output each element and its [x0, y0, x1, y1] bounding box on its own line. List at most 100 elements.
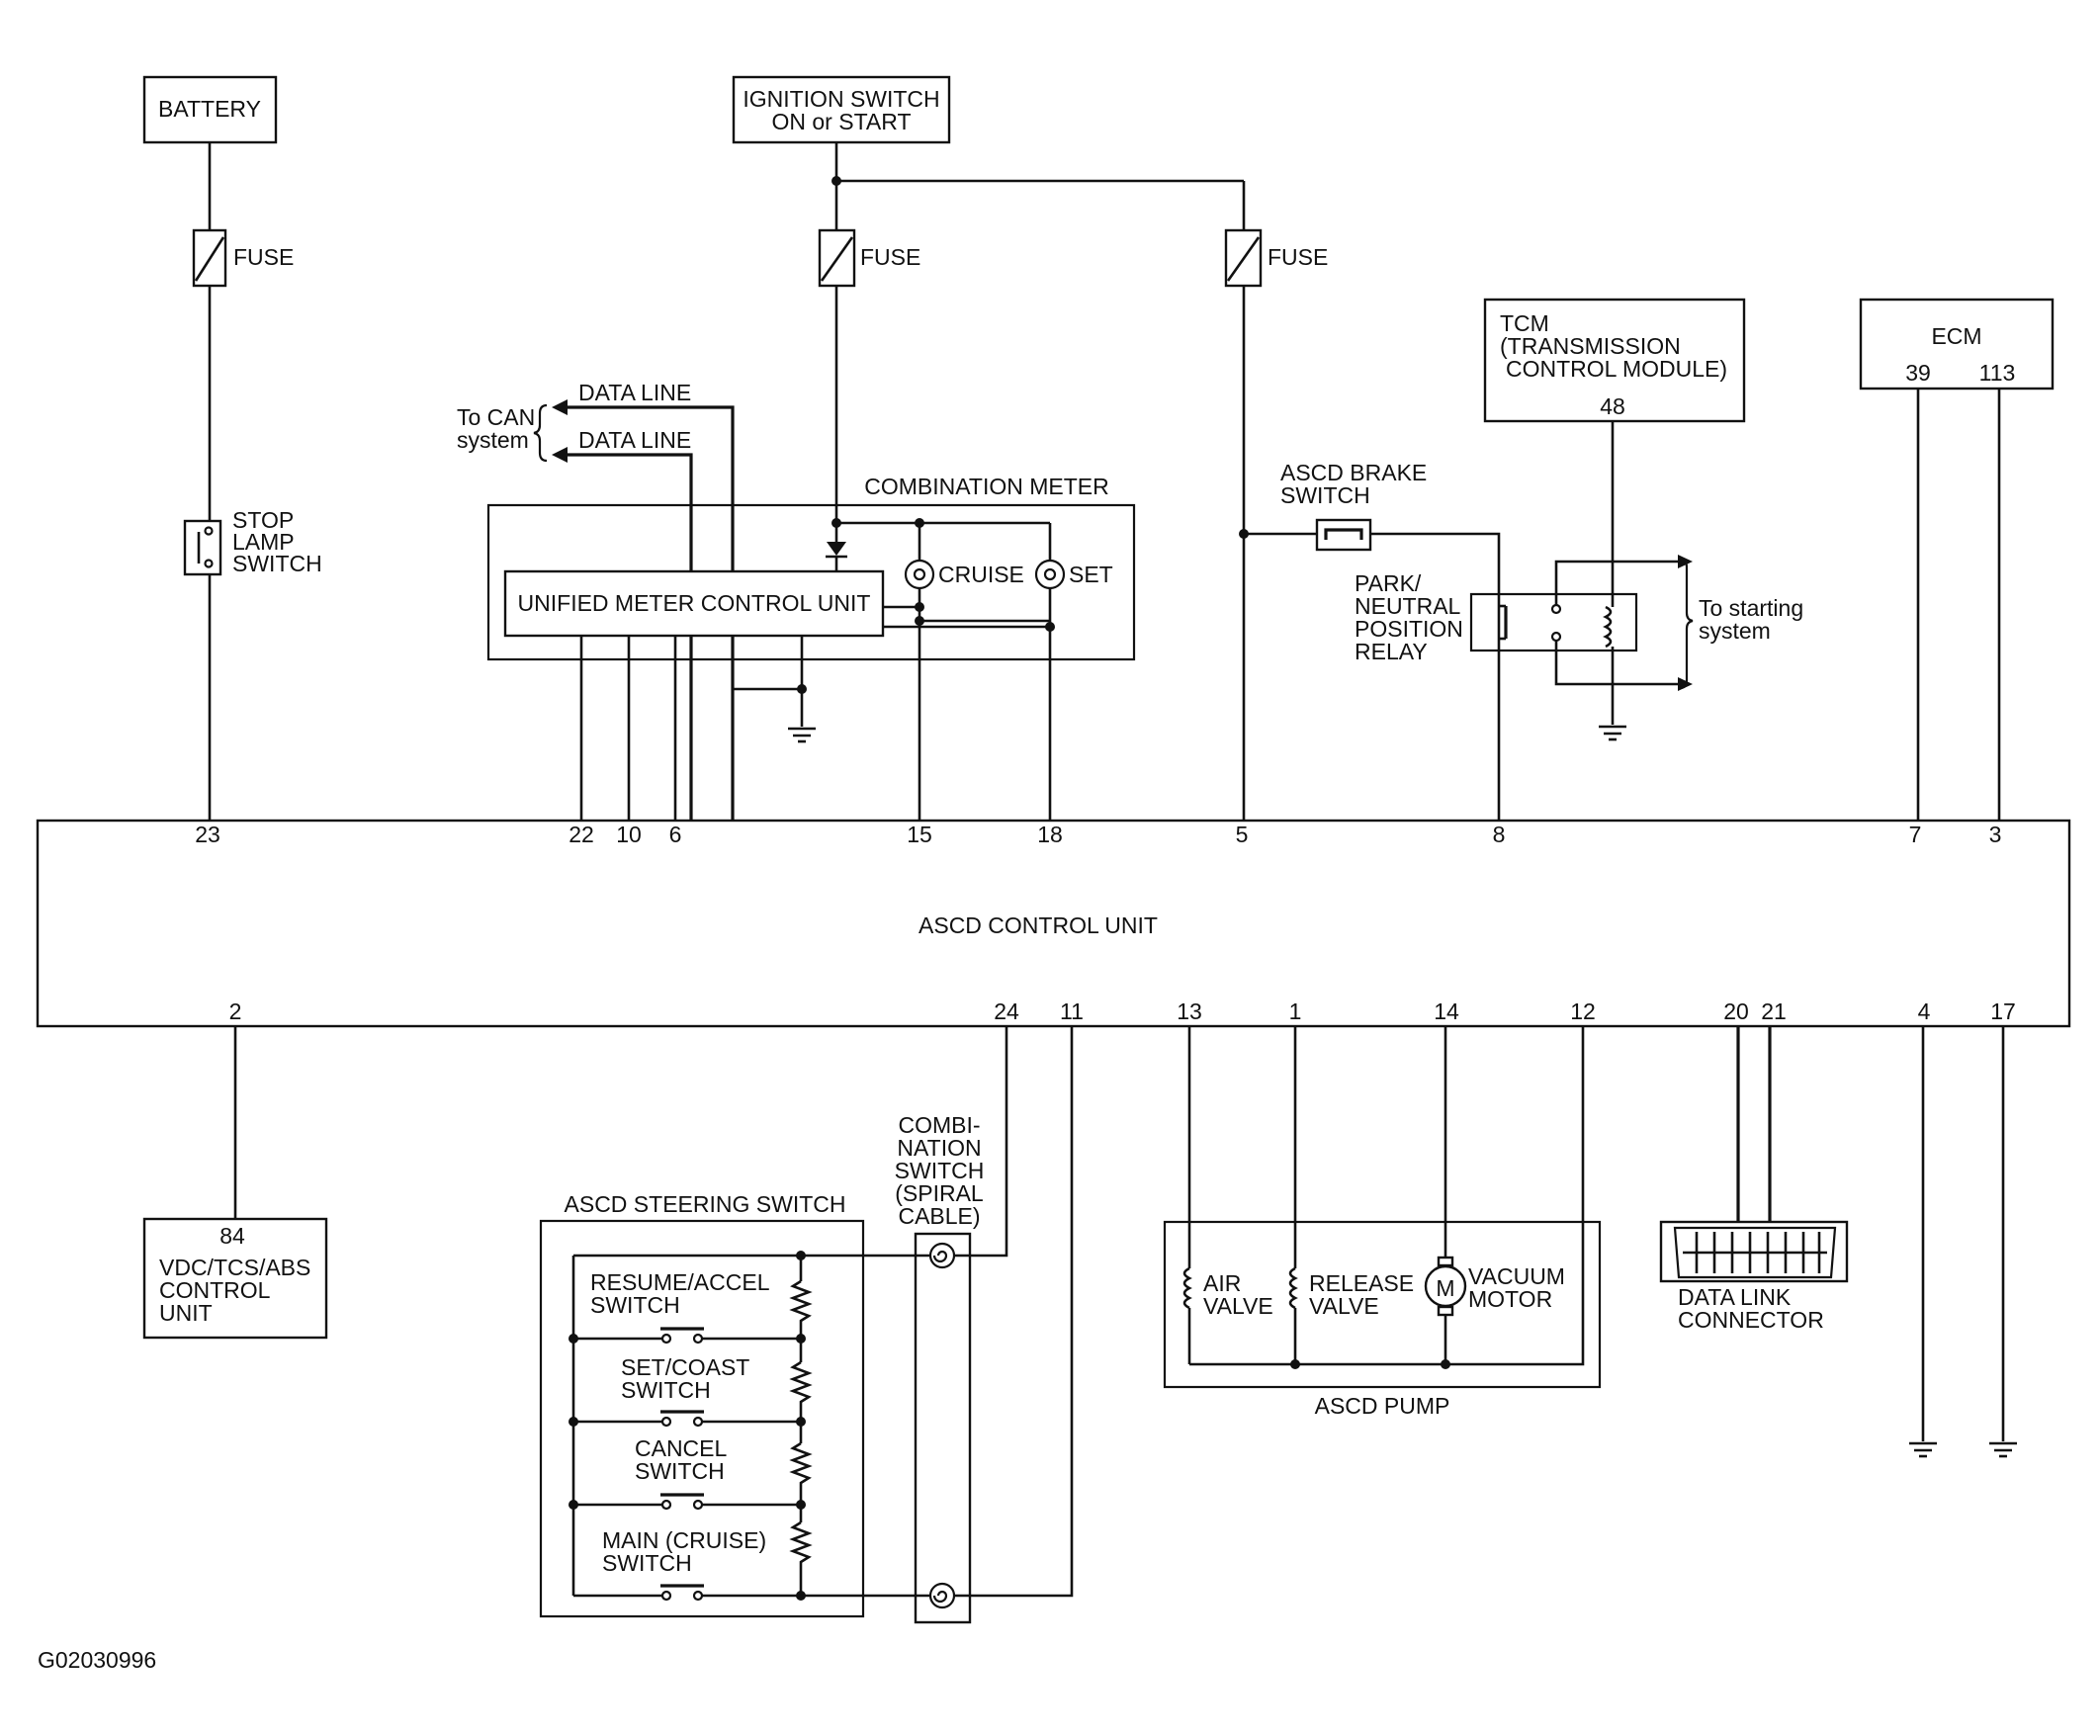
ascd-pump-title: ASCD PUMP	[1315, 1393, 1450, 1419]
can-system-label: system	[457, 427, 529, 453]
to-starting-label-1: To starting	[1699, 595, 1803, 621]
pin-17: 17	[1990, 998, 2016, 1024]
meter-ground-icon	[788, 727, 816, 743]
pin-1: 1	[1289, 998, 1302, 1024]
cancel-switch-icon[interactable]	[660, 1493, 704, 1511]
pin-3: 3	[1989, 822, 2002, 847]
resume-accel-switch-icon[interactable]	[660, 1327, 704, 1345]
ecm-box	[1859, 298, 2055, 391]
dlc-label-2: CONNECTOR	[1678, 1307, 1824, 1333]
resistor-2-icon	[789, 1360, 813, 1420]
combi-switch-label-5: CABLE)	[898, 1203, 980, 1229]
stop-lamp-label-3: SWITCH	[232, 551, 322, 576]
vdc-label-1: VDC/TCS/ABS	[159, 1255, 310, 1280]
fuse-2-icon	[818, 228, 856, 288]
unified-meter-label: UNIFIED METER CONTROL UNIT	[518, 590, 871, 616]
pin-13: 13	[1177, 998, 1202, 1024]
vacuum-motor-symbol: M	[1436, 1275, 1454, 1301]
figure-id: G02030996	[38, 1647, 156, 1673]
resume-accel-label-1: RESUME/ACCEL	[590, 1269, 770, 1295]
fuse-1-icon	[192, 228, 227, 288]
set-lamp-icon	[1034, 559, 1066, 590]
pin-2: 2	[229, 998, 242, 1024]
pin-15: 15	[907, 822, 932, 847]
pin-18: 18	[1037, 822, 1063, 847]
stop-lamp-label-1: STOP	[232, 507, 294, 533]
vdc-pin-84: 84	[219, 1223, 245, 1249]
stop-lamp-label-2: LAMP	[232, 529, 295, 555]
combi-switch-label-1: COMBI-	[898, 1112, 980, 1138]
combi-switch-label-3: SWITCH	[895, 1158, 985, 1183]
combination-meter-box	[486, 503, 1136, 661]
to-can-label: To CAN	[457, 404, 535, 430]
stop-lamp-switch-icon	[183, 519, 222, 576]
pin-4: 4	[1918, 998, 1931, 1024]
data-link-connector-icon[interactable]	[1659, 1220, 1849, 1283]
main-cruise-switch-icon[interactable]	[660, 1584, 704, 1602]
main-cruise-label-2: SWITCH	[602, 1550, 692, 1576]
pnp-relay-label-4: RELAY	[1355, 639, 1428, 664]
pin-23: 23	[195, 822, 220, 847]
release-valve-label-2: VALVE	[1309, 1293, 1379, 1319]
set-coast-switch-icon[interactable]	[660, 1410, 704, 1428]
air-valve-label-1: AIR	[1203, 1270, 1241, 1296]
can-brace	[533, 403, 548, 463]
pin-6: 6	[669, 822, 682, 847]
vdc-label-3: UNIT	[159, 1300, 213, 1326]
cancel-label-2: SWITCH	[635, 1458, 725, 1484]
steering-switch-box	[539, 1219, 865, 1618]
set-coast-label-2: SWITCH	[621, 1377, 711, 1403]
ignition-label-2: ON or START	[772, 109, 912, 134]
ecm-pin-113: 113	[1979, 360, 2016, 386]
pnp-relay-label-3: POSITION	[1355, 616, 1463, 642]
ground-pin-17-icon	[1989, 1441, 2017, 1458]
pnp-relay-switch-icon	[1499, 604, 1508, 641]
main-cruise-label-1: MAIN (CRUISE)	[602, 1527, 766, 1553]
pin-24: 24	[994, 998, 1019, 1024]
ecm-pin-39: 39	[1905, 360, 1931, 386]
ascd-control-unit	[36, 819, 2071, 1028]
pnp-relay-label-2: NEUTRAL	[1355, 593, 1461, 619]
brake-switch-label-1: ASCD BRAKE	[1280, 460, 1427, 485]
brake-switch-label-2: SWITCH	[1280, 482, 1370, 508]
ascd-control-unit-label: ASCD CONTROL UNIT	[919, 912, 1158, 938]
ignition-label-1: IGNITION SWITCH	[743, 86, 939, 112]
tcm-pin-48: 48	[1600, 393, 1625, 419]
ascd-pump-box	[1163, 1220, 1602, 1389]
spiral-cable-box	[914, 1232, 972, 1624]
cruise-lamp-icon	[904, 559, 935, 590]
vdc-control-unit-box	[142, 1217, 328, 1340]
ground-pin-4-icon	[1909, 1441, 1937, 1458]
combi-switch-label-2: NATION	[897, 1135, 981, 1161]
fuse-3-icon	[1224, 228, 1263, 288]
data-line-label-1: DATA LINE	[578, 380, 691, 405]
air-valve-coil-icon	[1182, 1266, 1192, 1310]
pin-12: 12	[1570, 998, 1596, 1024]
pin-10: 10	[616, 822, 642, 847]
tcm-label-3: CONTROL MODULE)	[1506, 356, 1727, 382]
steering-switch-title: ASCD STEERING SWITCH	[565, 1191, 846, 1217]
pnp-relay-label-1: PARK/	[1355, 570, 1422, 596]
starting-system-brace	[1679, 558, 1694, 690]
pnp-relay-contacts-icon	[1550, 603, 1562, 643]
pin-22: 22	[569, 822, 594, 847]
tcm-box	[1483, 298, 1746, 423]
battery-box	[142, 75, 278, 144]
tcm-label-1: TCM	[1500, 310, 1549, 336]
pin-11: 11	[1060, 998, 1084, 1024]
dlc-label-1: DATA LINK	[1678, 1284, 1792, 1310]
pin-21: 21	[1761, 998, 1787, 1024]
release-valve-label-1: RELEASE	[1309, 1270, 1414, 1296]
pin-8: 8	[1493, 822, 1506, 847]
brake-switch-icon	[1315, 518, 1372, 552]
pin-14: 14	[1434, 998, 1459, 1024]
fuse-2-label: FUSE	[860, 244, 920, 270]
release-valve-coil-icon	[1288, 1266, 1298, 1310]
resume-accel-label-2: SWITCH	[590, 1292, 680, 1318]
set-coast-label-1: SET/COAST	[621, 1354, 749, 1380]
unified-meter-control-unit	[503, 569, 885, 638]
vdc-label-2: CONTROL	[159, 1277, 271, 1303]
relay-ground-icon	[1599, 725, 1626, 741]
